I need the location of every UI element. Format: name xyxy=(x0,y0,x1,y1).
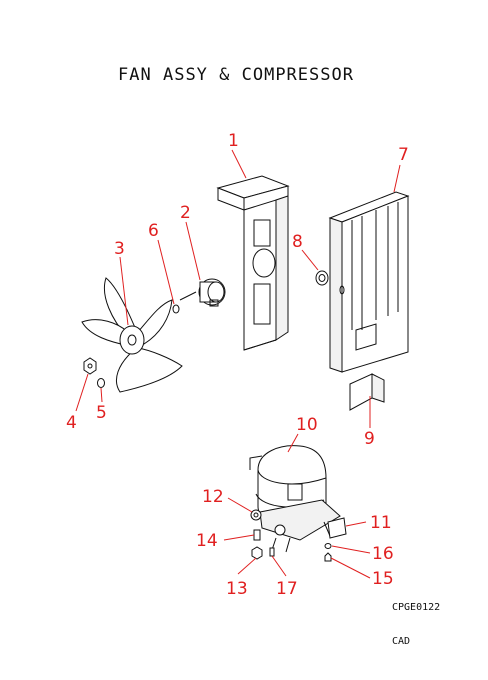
callout-14: 14 xyxy=(196,531,218,551)
callout-13: 13 xyxy=(226,579,248,599)
callout-15: 15 xyxy=(372,569,394,589)
part-2-fan-motor xyxy=(179,278,226,307)
part-8-grommet xyxy=(315,270,329,286)
diagram-title: FAN ASSY & COMPRESSOR xyxy=(118,65,354,85)
part-11-terminal-cover xyxy=(327,517,347,539)
part-7-shroud-panel xyxy=(328,191,410,373)
callout-3: 3 xyxy=(114,239,125,259)
callout-6: 6 xyxy=(148,221,159,241)
part-1-motor-bracket xyxy=(216,175,290,351)
callout-4: 4 xyxy=(66,413,77,433)
part-3-fan-blade xyxy=(81,277,183,393)
part-16-fastener xyxy=(324,543,332,549)
callout-5: 5 xyxy=(96,403,107,423)
part-10-compressor xyxy=(249,445,341,553)
callout-8: 8 xyxy=(292,232,303,252)
callout-17: 17 xyxy=(276,579,298,599)
leader-lines xyxy=(75,149,401,579)
part-9-clip xyxy=(349,373,385,411)
part-4-nut xyxy=(83,357,97,375)
drawing-code: CPGE0122 xyxy=(392,602,440,613)
callout-9: 9 xyxy=(364,429,375,449)
part-12-grommet xyxy=(250,509,262,521)
callout-1: 1 xyxy=(228,131,239,151)
callout-7: 7 xyxy=(398,145,409,165)
part-13-nut xyxy=(251,546,263,560)
callout-2: 2 xyxy=(180,203,191,223)
part-6-washer xyxy=(172,304,180,314)
callout-12: 12 xyxy=(202,487,224,507)
callout-11: 11 xyxy=(370,513,392,533)
part-14-sleeve xyxy=(253,529,261,541)
part-15-fastener xyxy=(324,552,332,562)
footer-tag: CAD xyxy=(392,636,410,647)
callout-10: 10 xyxy=(296,415,318,435)
callout-16: 16 xyxy=(372,544,394,564)
part-5-washer xyxy=(97,378,105,388)
